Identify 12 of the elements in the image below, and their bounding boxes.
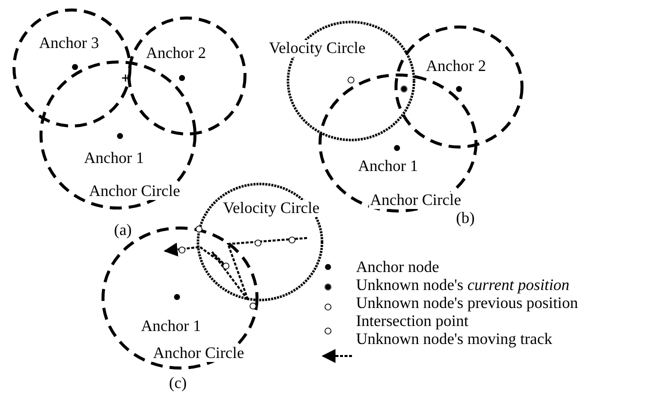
panel-label: (b)	[455, 210, 476, 227]
legend-text: Intersection point	[355, 313, 470, 330]
circle-label: Velocity Circle	[222, 200, 320, 217]
circle-label: Velocity Circle	[268, 40, 366, 57]
legend-text: Unknown node's moving track	[355, 331, 554, 348]
legend-text: Unknown node's previous position	[355, 295, 579, 312]
circle-label: Anchor Circle	[88, 183, 182, 200]
legend-text: Unknown node's current position	[355, 277, 570, 294]
circle-label: Anchor Circle	[152, 345, 246, 362]
panel-label: (a)	[113, 222, 133, 239]
circle-label: Anchor Circle	[369, 192, 462, 209]
panel-label: (c)	[168, 375, 188, 392]
